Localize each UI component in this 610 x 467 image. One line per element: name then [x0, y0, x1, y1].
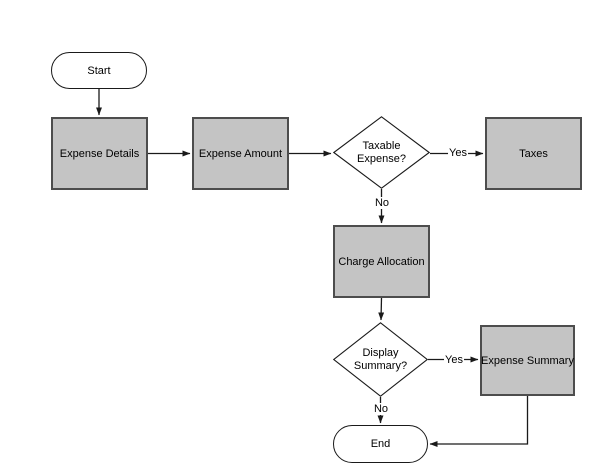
- node-charge-allocation: Charge Allocation: [333, 225, 430, 298]
- edge-label-display-yes: Yes: [444, 354, 464, 366]
- node-taxable-expense-label-line1: Taxable: [362, 139, 401, 152]
- node-display-summary-decision: Display Summary?: [333, 322, 428, 397]
- node-taxable-expense-decision: Taxable Expense?: [333, 116, 430, 189]
- edge-label-taxable-yes: Yes: [448, 147, 468, 159]
- node-display-summary-label: Display Summary?: [354, 347, 407, 373]
- node-taxes-label: Taxes: [519, 147, 548, 160]
- node-display-summary-label-line2: Summary?: [353, 359, 408, 372]
- node-display-summary-label-line1: Display: [362, 346, 399, 359]
- node-end-label: End: [370, 438, 391, 450]
- node-expense-details-label: Expense Details: [59, 147, 140, 160]
- node-start-label: Start: [87, 64, 111, 77]
- connector-expense-summary-to-end: [429, 396, 529, 447]
- node-expense-details: Expense Details: [51, 117, 148, 190]
- node-end: End: [333, 425, 428, 463]
- node-expense-summary-label: Expense Summary: [481, 354, 574, 367]
- node-taxes: Taxes: [485, 117, 582, 190]
- node-expense-summary: Expense Summary: [480, 325, 575, 396]
- edge-label-display-no: No: [372, 403, 390, 415]
- node-expense-amount: Expense Amount: [192, 117, 289, 190]
- diamond-shape-icon: [333, 116, 430, 189]
- edge-label-taxable-no: No: [373, 197, 391, 209]
- connector-charge-allocation-to-display-summary: [378, 297, 385, 321]
- diamond-shape-icon: [333, 322, 428, 397]
- node-taxable-expense-label-line2: Expense?: [357, 152, 406, 165]
- node-taxable-expense-label: Taxable Expense?: [357, 140, 406, 166]
- node-expense-amount-label: Expense Amount: [198, 147, 283, 160]
- node-start: Start: [51, 52, 147, 89]
- node-charge-allocation-label: Charge Allocation: [338, 255, 425, 268]
